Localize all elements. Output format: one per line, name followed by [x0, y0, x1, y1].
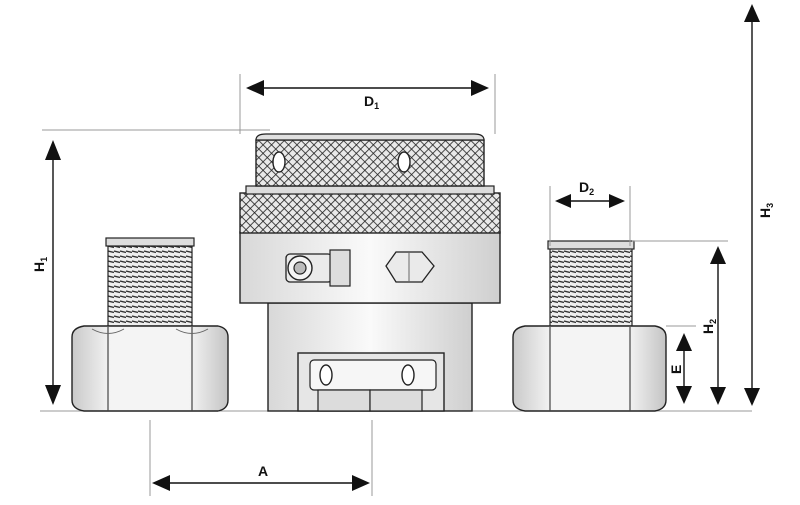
cap-hole-left — [272, 151, 286, 173]
left-fitting-thread-cap — [105, 237, 195, 247]
dimension-h2: H2 — [632, 240, 728, 405]
dimension-d2: D2 — [549, 179, 631, 246]
mount-slot-left — [319, 364, 333, 386]
label-d2: D2 — [579, 179, 594, 197]
label-h1: H1 — [31, 257, 49, 272]
dimension-h1: H1 — [31, 129, 270, 405]
hydraulic-jack — [239, 133, 501, 412]
cap-hole-right — [397, 151, 411, 173]
right-fitting-thread — [549, 245, 633, 327]
label-h3: H3 — [757, 203, 775, 218]
dimension-d1: D1 — [239, 74, 496, 134]
bleed-screw — [385, 251, 435, 283]
left-fitting-thread — [107, 242, 193, 327]
dimension-h3: H3 — [744, 4, 775, 406]
right-fitting — [512, 240, 667, 412]
top-cap — [255, 139, 485, 187]
knurled-ring — [239, 192, 501, 234]
right-fitting-thread-cap — [547, 240, 635, 250]
mount-slot-right — [401, 364, 415, 386]
hydraulic-coupler — [285, 249, 351, 287]
dimension-a: A — [149, 420, 373, 496]
label-e: E — [668, 365, 684, 374]
left-fitting — [71, 237, 229, 412]
label-a: A — [258, 463, 268, 479]
right-fitting-hex-nut — [512, 325, 667, 412]
jack-mid-body — [239, 231, 501, 304]
label-d1: D1 — [364, 93, 379, 111]
label-h2: H2 — [700, 319, 718, 334]
left-fitting-hex-nut — [71, 325, 229, 412]
dimension-e: E — [666, 325, 696, 404]
